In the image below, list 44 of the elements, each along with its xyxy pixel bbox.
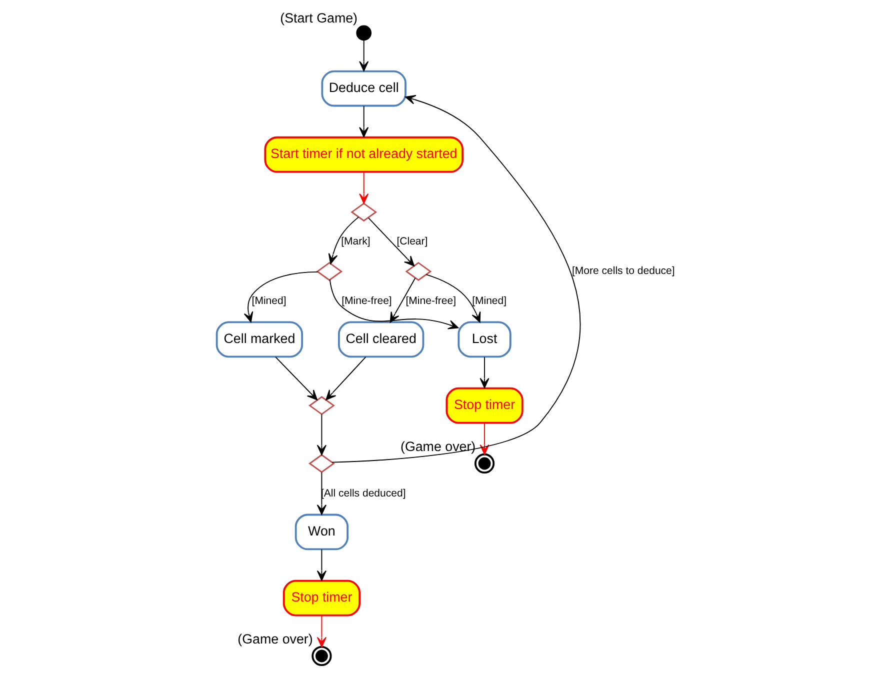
node-box: Won <box>294 514 348 550</box>
edge-label: [Mined] <box>472 294 506 307</box>
arrow <box>328 216 359 264</box>
node-label: (Game over) <box>237 631 312 646</box>
edge-label: [Mark] <box>340 235 370 248</box>
edge-label: [All cells deduced] <box>320 487 406 500</box>
arrow <box>425 274 480 323</box>
arrow <box>479 356 489 388</box>
node-box: Stop timer <box>445 387 523 424</box>
arrow <box>328 279 458 330</box>
node-circle <box>356 25 372 41</box>
arrow <box>358 40 368 72</box>
arrow <box>316 548 326 581</box>
edge-label: [More cells to deduce] <box>571 265 674 278</box>
node-box: Deduce cell <box>320 70 406 107</box>
node-circle <box>311 646 332 666</box>
arrow <box>243 271 318 322</box>
arrow <box>358 171 368 204</box>
arrow <box>389 278 416 323</box>
node-diamond <box>404 262 432 281</box>
node-circle <box>474 453 494 474</box>
edge-label: [Clear] <box>396 235 428 248</box>
arrow <box>316 615 326 648</box>
arrow <box>331 94 580 463</box>
node-label: (Game over) <box>400 438 476 454</box>
node-box: Start timer if not already started <box>264 136 463 173</box>
node-diamond <box>316 262 342 281</box>
edge-label: [Mine-free] <box>405 294 456 307</box>
node-box: Stop timer <box>282 580 360 616</box>
arrow <box>358 106 368 138</box>
arrow <box>316 414 326 456</box>
edge-label: [Mined] <box>251 294 286 307</box>
arrow <box>274 356 318 400</box>
arrow <box>316 472 326 515</box>
node-label: (Start Game) <box>280 10 358 26</box>
node-box: Cell marked <box>215 321 303 358</box>
edge-label: [Mine-free] <box>341 294 392 307</box>
node-box: Lost <box>457 321 511 358</box>
arrow <box>325 356 366 400</box>
node-diamond <box>308 454 334 473</box>
arrow <box>368 217 414 266</box>
node-diamond <box>350 202 377 222</box>
node-box: Cell cleared <box>337 321 424 358</box>
node-diamond <box>308 396 334 416</box>
